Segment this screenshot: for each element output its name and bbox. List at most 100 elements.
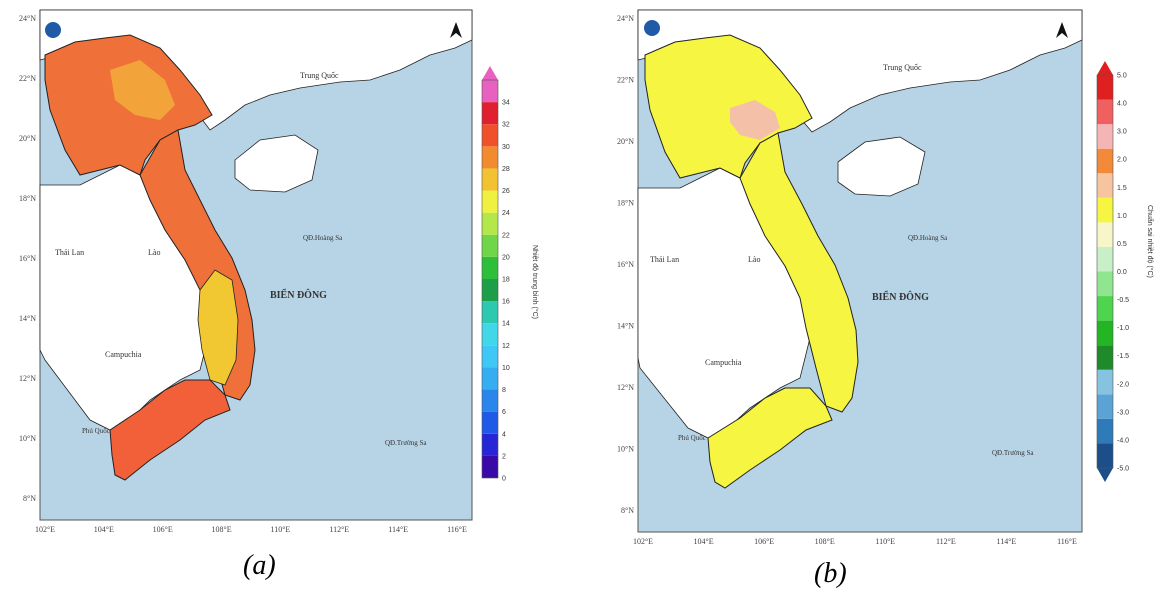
colorbar-segment (482, 146, 498, 169)
colorbar-frame (1096, 74, 1114, 469)
lat-tick-label: 10°N (617, 445, 634, 454)
colorbar-tick-label: -3.0 (1117, 409, 1129, 416)
map-b-svg: Trung Quốc Thái Lan Lào Campuchia Phú Qu… (617, 9, 1154, 546)
lon-tick-label: 114°E (388, 525, 408, 534)
colorbar-segment (1097, 99, 1113, 125)
colorbar-segment (1097, 296, 1113, 321)
map-b-vn-south (707, 387, 833, 489)
label-china: Trung Quốc (883, 63, 922, 72)
label-cambodia: Campuchia (705, 358, 742, 367)
colorbar-segment (1097, 394, 1113, 419)
lon-tick-label: 104°E (694, 537, 714, 546)
lat-tick-label: 20°N (19, 134, 36, 143)
colorbar-segment (1097, 443, 1113, 468)
map-a-svg: Trung Quốc Thái Lan Lào Campuchia Phú Qu… (19, 9, 539, 534)
colorbar-tick-label: -0.5 (1117, 297, 1129, 304)
colorbar-tick-label: 0 (502, 476, 506, 483)
colorbar-segment (1097, 345, 1113, 370)
lat-tick-label: 14°N (617, 322, 634, 331)
map-panel-b: Trung Quốc Thái Lan Lào Campuchia Phú Qu… (580, 0, 1160, 600)
colorbar-tick-label: 0.0 (1117, 269, 1127, 276)
lat-tick-label: 24°N (617, 14, 634, 23)
label-truongsa: QĐ.Trường Sa (385, 439, 427, 447)
colorbar-tick-label: 12 (502, 343, 510, 350)
lon-tick-label: 102°E (35, 525, 55, 534)
label-biendong: BIỂN ĐÔNG (270, 288, 327, 301)
colorbar-tick-label: 2 (502, 453, 506, 460)
label-biendong: BIỂN ĐÔNG (872, 290, 929, 303)
map-a-vn-south (109, 379, 231, 481)
colorbar-segment (482, 234, 498, 257)
caption-a: (a) (243, 550, 276, 581)
colorbar-tick-label: 4.0 (1117, 101, 1127, 108)
lon-tick-label: 116°E (447, 525, 467, 534)
colorbar-tick-label: 0.5 (1117, 241, 1127, 248)
colorbar-extend-top (482, 66, 498, 80)
colorbar-segment (482, 433, 498, 456)
colorbar-tick-label: 10 (502, 365, 510, 372)
map-a-highlands (197, 269, 239, 386)
colorbar-segment (482, 411, 498, 434)
label-hoangsa: QĐ.Hoàng Sa (908, 234, 948, 242)
map-a-vn-north-mid (110, 60, 175, 120)
colorbar-tick-label: -1.0 (1117, 325, 1129, 332)
colorbar-tick-label: 4 (502, 431, 506, 438)
lat-tick-label: 18°N (617, 199, 634, 208)
lon-tick-label: 106°E (754, 537, 774, 546)
colorbar-tick-label: -4.0 (1117, 437, 1129, 444)
label-phuquoc: Phú Quốc (678, 434, 706, 442)
colorbar-segment (1097, 173, 1113, 198)
colorbar-tick-label: 3.0 (1117, 129, 1127, 136)
colorbar-segment (1097, 369, 1113, 395)
agency-logo-icon (644, 20, 660, 36)
label-hoangsa: QĐ.Hoàng Sa (303, 234, 343, 242)
lon-tick-label: 114°E (997, 537, 1017, 546)
colorbar-tick-label: 20 (502, 254, 510, 261)
colorbar-segment (482, 256, 498, 279)
lon-tick-label: 116°E (1057, 537, 1077, 546)
lat-tick-label: 22°N (617, 76, 634, 85)
colorbar-tick-label: 16 (502, 299, 510, 306)
map-a-hainan (234, 134, 319, 193)
colorbar-tick-label: 8 (502, 387, 506, 394)
axis-ticks-a: 24°N22°N20°N18°N16°N14°N12°N10°N8°N102°E… (19, 14, 467, 534)
colorbar-segment (482, 168, 498, 191)
lat-tick-label: 10°N (19, 434, 36, 443)
colorbar-frame (481, 79, 499, 479)
colorbar-segment (482, 102, 498, 125)
colorbar-segment (482, 323, 498, 346)
lon-tick-label: 112°E (329, 525, 349, 534)
label-thailand: Thái Lan (650, 255, 679, 264)
map-panel-a: Trung Quốc Thái Lan Lào Campuchia Phú Qu… (19, 9, 539, 581)
caption-b: (b) (814, 558, 847, 589)
lat-tick-label: 12°N (617, 383, 634, 392)
colorbar-tick-label: 5.0 (1117, 73, 1127, 80)
colorbar-segment (482, 455, 498, 478)
colorbar-extend-top (1097, 61, 1113, 75)
lat-tick-label: 8°N (621, 506, 634, 515)
colorbar-tick-label: 14 (502, 321, 510, 328)
colorbar-b: -5.0-4.0-3.0-2.0-1.5-1.0-0.50.00.51.01.5… (1096, 61, 1129, 482)
colorbar-tick-label: 24 (502, 210, 510, 217)
axis-ticks-b: 24°N22°N20°N18°N16°N14°N12°N10°N8°N102°E… (617, 14, 1077, 546)
colorbar-tick-label: 2.0 (1117, 157, 1127, 164)
map-b-hainan (837, 136, 926, 197)
colorbar-tick-label: 30 (502, 144, 510, 151)
colorbar-segment (482, 389, 498, 412)
colorbar-segment (1097, 197, 1113, 223)
colorbar-segment (482, 124, 498, 147)
colorbar-tick-label: 22 (502, 232, 510, 239)
colorbar-segment (1097, 246, 1113, 272)
lon-tick-label: 104°E (94, 525, 114, 534)
colorbar-segment (482, 367, 498, 390)
colorbar-title-a: Nhiệt độ trung bình (°C) (531, 245, 539, 319)
colorbar-tick-label: 1.0 (1117, 213, 1127, 220)
lon-tick-label: 112°E (936, 537, 956, 546)
colorbar-segment (1097, 222, 1113, 247)
colorbar-tick-label: 26 (502, 188, 510, 195)
lat-tick-label: 24°N (19, 14, 36, 23)
label-phuquoc: Phú Quốc (82, 427, 110, 435)
lon-tick-label: 106°E (153, 525, 173, 534)
lat-tick-label: 12°N (19, 374, 36, 383)
